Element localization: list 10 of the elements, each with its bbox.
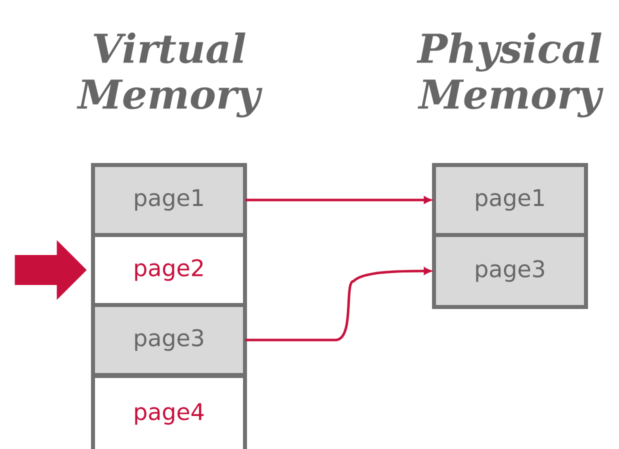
- arrow: [245, 196, 432, 204]
- page-box: page4: [91, 374, 247, 449]
- page-box: page1: [91, 163, 247, 237]
- page-box: page3: [432, 233, 588, 309]
- title: Physical Memory: [416, 32, 604, 118]
- page-box: page1: [432, 163, 588, 237]
- title: Virtual Memory: [76, 32, 262, 118]
- arrow: [245, 267, 432, 342]
- page-box: page3: [91, 303, 247, 377]
- page-box: page2: [91, 233, 247, 307]
